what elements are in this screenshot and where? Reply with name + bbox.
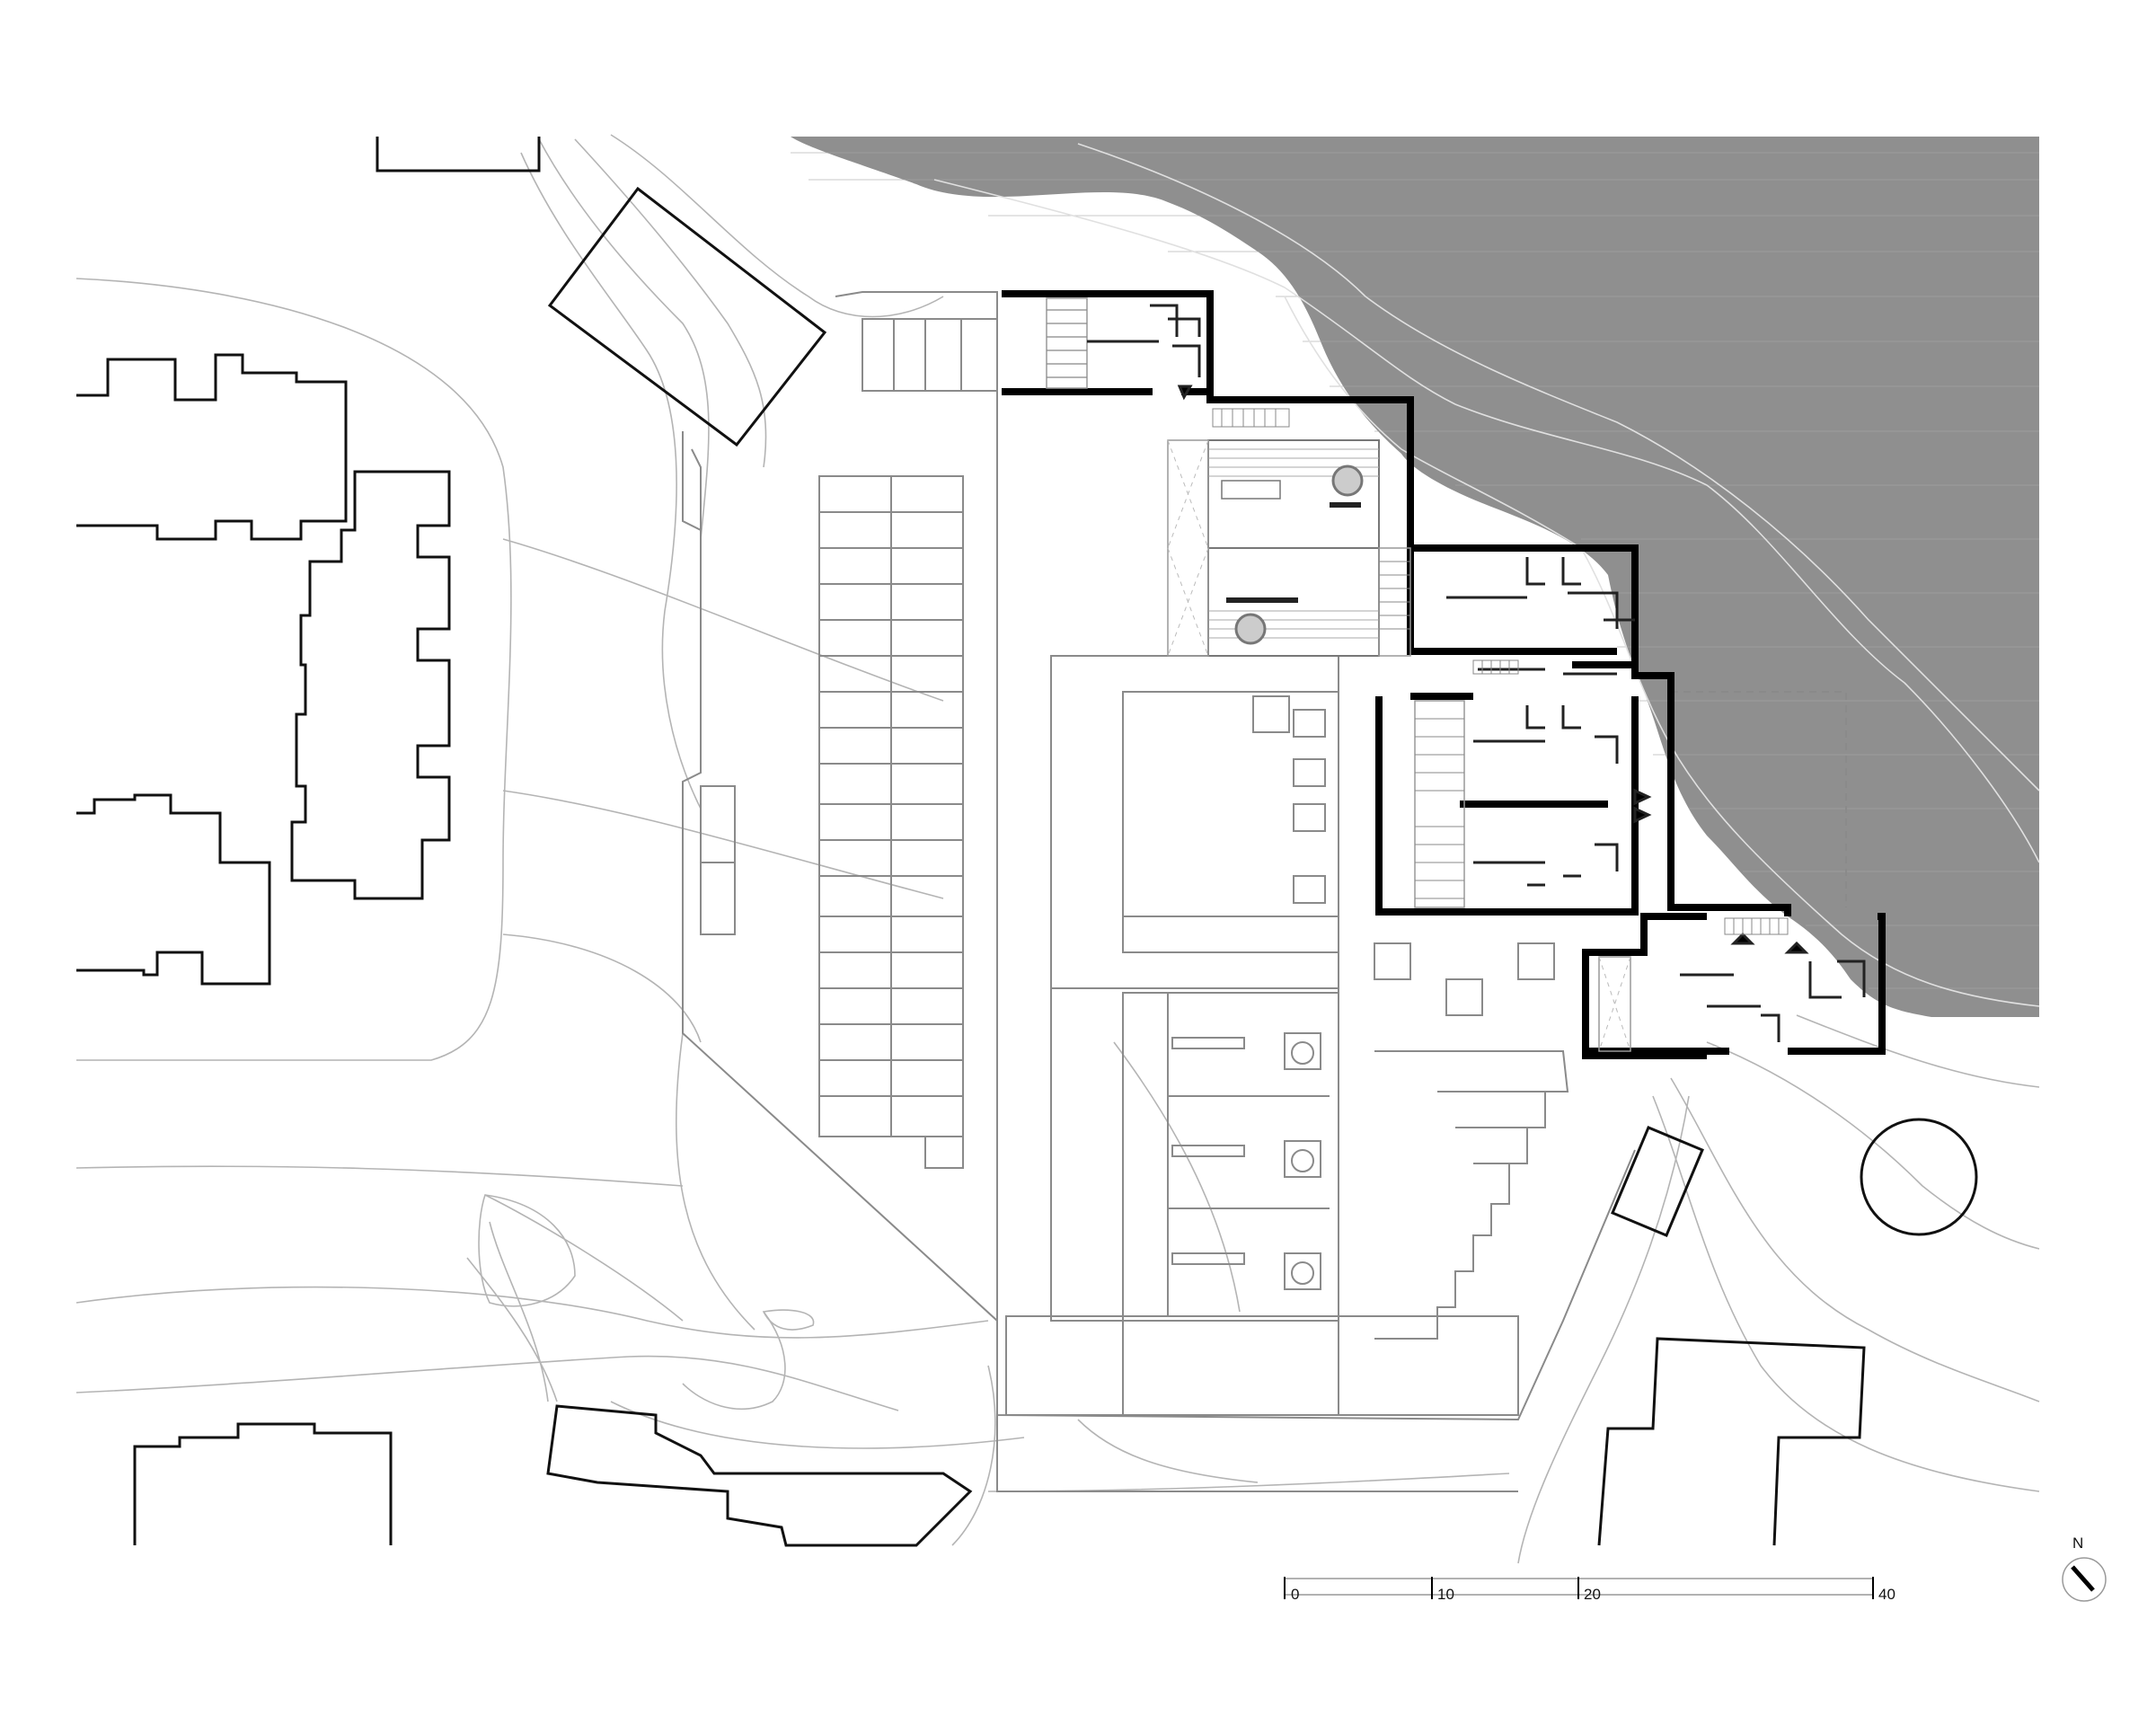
lake-hatch <box>791 152 2039 989</box>
south-plaza <box>1005 1315 1519 1416</box>
building-east-wing <box>1582 952 1707 1059</box>
scale-tick-40: 40 <box>1878 1586 1895 1603</box>
building-mid-units <box>1375 661 1639 916</box>
lake-area <box>791 137 2040 1017</box>
lower-road <box>996 1415 1518 1492</box>
lake-contours <box>933 143 2040 1007</box>
parking-top <box>862 318 998 392</box>
neighbour-building-west-long <box>290 470 451 900</box>
neighbour-building-se <box>1597 1337 1866 1546</box>
neighbour-building-west-upper <box>76 353 348 541</box>
boathouse <box>1611 1126 1704 1237</box>
neighbour-building-west-lower <box>76 793 271 986</box>
scale-tick-10: 10 <box>1437 1586 1454 1603</box>
building-upper-units <box>1407 548 1617 655</box>
neighbour-building-north <box>376 137 541 172</box>
round-tank <box>1860 1118 1978 1236</box>
scale-tick-0: 0 <box>1291 1586 1299 1603</box>
neighbour-building-south-angled <box>546 1404 973 1547</box>
neighbour-building-rotated <box>547 186 827 447</box>
north-label: N <box>2072 1535 2083 1552</box>
site-layout <box>682 291 1847 1492</box>
parking-rows <box>700 475 964 1169</box>
court-block-upper <box>1050 655 1339 989</box>
scale-tick-20: 20 <box>1584 1586 1601 1603</box>
access-road <box>682 431 1636 1421</box>
terrace-steps <box>1374 942 1569 1340</box>
north-arrow-icon: N <box>2062 1535 2107 1602</box>
scale-bar: 0 10 20 40 <box>1284 1577 1895 1603</box>
building-north-wing <box>1002 290 1214 395</box>
neighbour-building-sw <box>133 1422 393 1545</box>
building-spine <box>1206 392 1886 1055</box>
interiors <box>1046 297 1866 1052</box>
neighbour-buildings <box>76 137 1978 1547</box>
